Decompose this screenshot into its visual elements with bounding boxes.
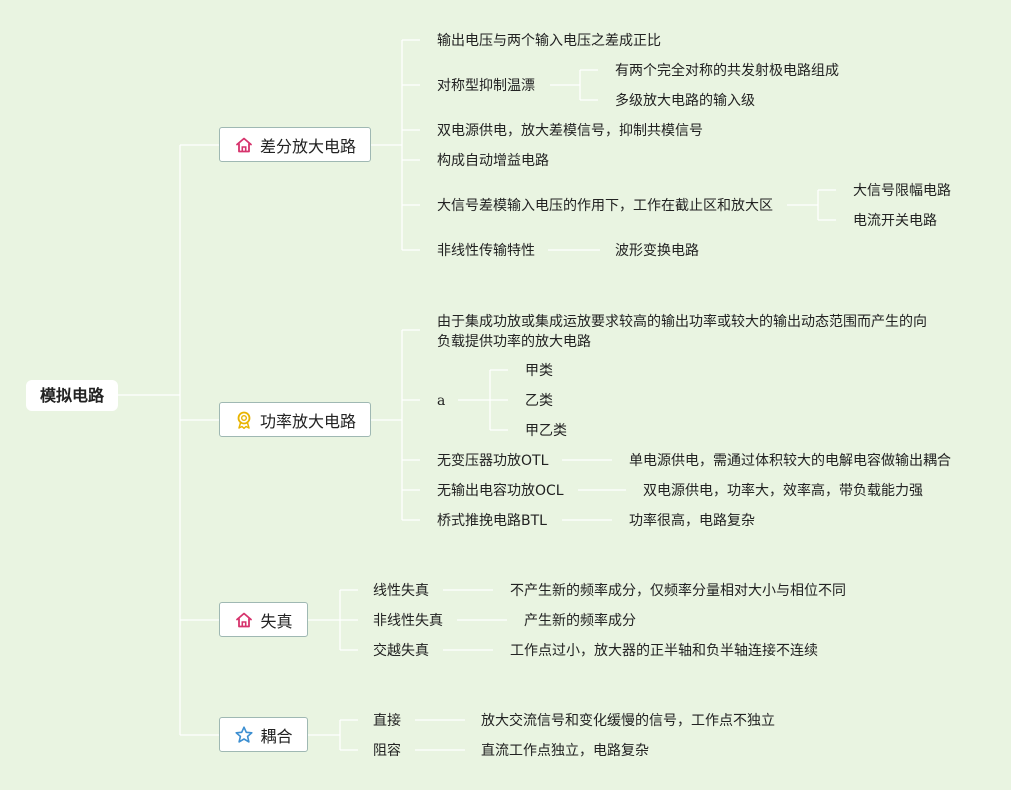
subtopic-item[interactable]: 有两个完全对称的共发射极电路组成	[615, 63, 839, 79]
topic-item[interactable]: 交越失真	[373, 643, 429, 659]
house-icon	[236, 612, 253, 627]
branch-title: 功率放大电路	[259, 411, 356, 431]
topic-item[interactable]: 无输出电容功放OCL	[437, 483, 564, 499]
topic-item[interactable]: 线性失真	[373, 583, 429, 599]
branch-differential-amplifier[interactable]: 差分放大电路	[219, 127, 371, 162]
subtopic-item[interactable]: 功率很高，电路复杂	[629, 513, 755, 529]
branch-title: 失真	[260, 611, 293, 631]
topic-item[interactable]: 无变压器功放OTL	[437, 453, 549, 469]
subtopic-item[interactable]: 甲乙类	[525, 423, 567, 439]
subtopic-item[interactable]: 工作点过小，放大器的正半轴和负半轴连接不连续	[510, 643, 818, 659]
topic-item[interactable]: 输出电压与两个输入电压之差成正比	[437, 33, 661, 49]
branch-power-amplifier[interactable]: 功率放大电路	[219, 402, 371, 437]
topic-item[interactable]: 阻容	[373, 743, 401, 759]
topic-item[interactable]: a	[437, 393, 446, 409]
subtopic-item[interactable]: 双电源供电，功率大，效率高，带负载能力强	[643, 483, 923, 499]
topic-item[interactable]: 双电源供电，放大差模信号，抑制共模信号	[437, 123, 703, 139]
subtopic-item[interactable]: 波形变换电路	[615, 243, 699, 259]
topic-item[interactable]: 大信号差模输入电压的作用下，工作在截止区和放大区	[437, 198, 773, 214]
branch-coupling[interactable]: 耦合	[219, 717, 308, 752]
topic-item[interactable]: 构成自动增益电路	[437, 153, 549, 169]
subtopic-item[interactable]: 大信号限幅电路	[853, 183, 951, 199]
subtopic-item[interactable]: 电流开关电路	[853, 213, 937, 229]
subtopic-item[interactable]: 直流工作点独立，电路复杂	[481, 743, 649, 759]
branch-distortion[interactable]: 失真	[219, 602, 308, 637]
branch-title: 耦合	[260, 726, 293, 746]
topic-item[interactable]: 对称型抑制温漂	[437, 78, 535, 94]
branch-title: 差分放大电路	[259, 136, 356, 156]
award-ribbon-icon	[237, 411, 251, 429]
house-icon	[236, 137, 252, 152]
subtopic-item[interactable]: 甲类	[525, 363, 553, 379]
root-node[interactable]: 模拟电路	[26, 380, 118, 411]
topic-item[interactable]: 桥式推挽电路BTL	[437, 513, 547, 529]
subtopic-item[interactable]: 多级放大电路的输入级	[615, 93, 755, 109]
subtopic-item[interactable]: 产生新的频率成分	[524, 613, 636, 629]
topic-item[interactable]: 非线性失真	[373, 613, 443, 629]
topic-item[interactable]: 非线性传输特性	[437, 243, 535, 259]
topic-item[interactable]: 由于集成功放或集成运放要求较高的输出功率或较大的输出动态范围而产生的向负载提供功…	[437, 314, 927, 350]
subtopic-item[interactable]: 不产生新的频率成分，仅频率分量相对大小与相位不同	[510, 583, 846, 599]
topic-item[interactable]: 直接	[373, 713, 401, 729]
star-icon	[235, 725, 254, 743]
subtopic-item[interactable]: 乙类	[525, 393, 553, 409]
subtopic-item[interactable]: 放大交流信号和变化缓慢的信号，工作点不独立	[481, 713, 775, 729]
subtopic-item[interactable]: 单电源供电，需通过体积较大的电解电容做输出耦合	[629, 453, 951, 469]
